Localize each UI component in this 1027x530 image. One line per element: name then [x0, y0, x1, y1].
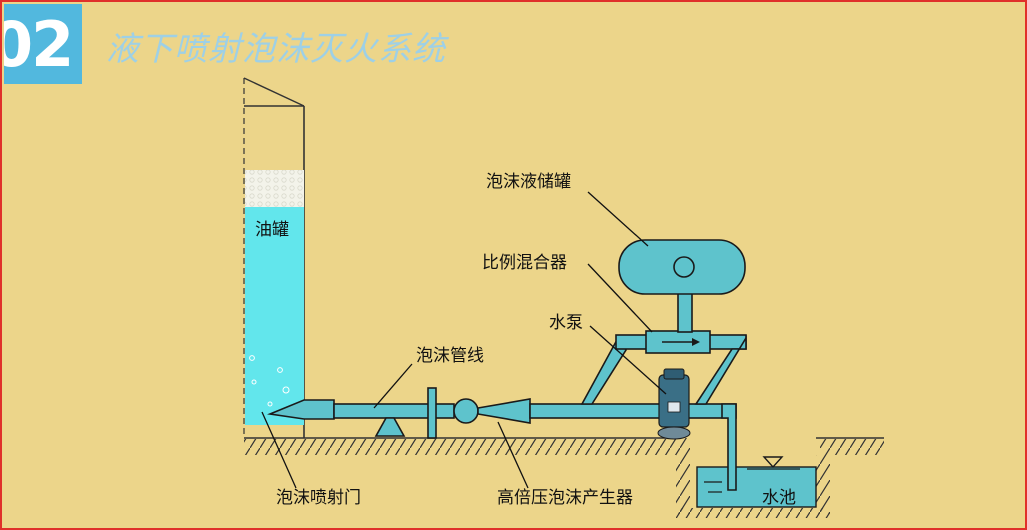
proportional-mixer-label: 比例混合器: [482, 253, 567, 273]
oil-tank: [243, 77, 305, 438]
foam-storage-tank: [618, 239, 746, 295]
water-pump-label: 水泵: [549, 313, 583, 333]
section-number-badge: 02: [4, 4, 82, 84]
foam-jet-port-label: 泡沫喷射门: [276, 488, 361, 508]
oil-tank-label: 油罐: [255, 220, 289, 240]
water-pool: [676, 438, 830, 518]
diagram-title: 液下喷射泡沫灭火系统: [106, 29, 446, 68]
high-expansion-generator-label: 高倍压泡沫产生器: [497, 488, 633, 508]
leader-lines: [261, 191, 667, 489]
ground: [244, 437, 884, 455]
water-pump: [657, 368, 691, 440]
foam-storage-tank-label: 泡沫液储罐: [486, 172, 571, 192]
section-number: 02: [4, 8, 74, 81]
pool-label: 水池: [762, 488, 796, 508]
foam-pipeline-label: 泡沫管线: [416, 346, 484, 366]
suction-pipe: [721, 403, 737, 491]
proportional-mixer: [645, 289, 711, 354]
